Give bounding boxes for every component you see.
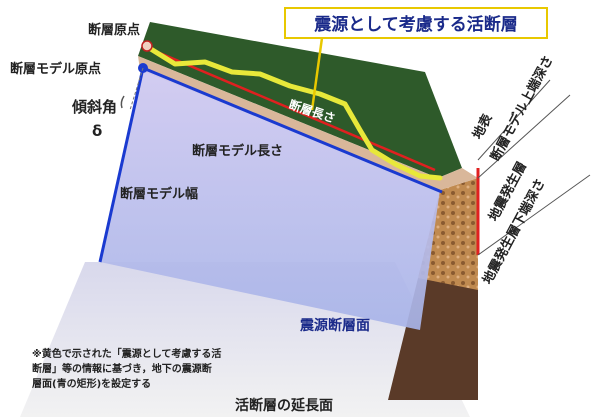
- ground-surface: [138, 22, 462, 178]
- side-divider-2: [477, 94, 571, 179]
- label-extension-plane: 活断層の延長面: [235, 397, 333, 414]
- source-fault-plane: [100, 68, 440, 330]
- side-divider-1: [477, 79, 551, 161]
- soil-strip: [138, 56, 478, 190]
- side-divider-3: [477, 174, 591, 256]
- surface-fault-trace: [143, 43, 443, 181]
- label-model-length: 断層モデル長さ: [192, 143, 283, 159]
- note-line-1: ※黄色で示された「震源として考慮する活: [32, 347, 221, 360]
- model-top-edge: [142, 66, 443, 194]
- fault-trace-red: [147, 46, 436, 172]
- label-fault-origin: 断層原点: [88, 22, 140, 38]
- note-line-3: 層面(青の矩形)を設定する: [32, 377, 151, 390]
- model-left-edge: [98, 67, 145, 263]
- label-dip-angle: 傾斜角: [71, 98, 117, 116]
- callout-pointer: [310, 37, 324, 111]
- seismogenic-rock-block: [418, 178, 478, 290]
- callout-box: [284, 7, 548, 39]
- note-line-2: 断層」等の情報に基づき，地下の震源断: [32, 362, 212, 375]
- dip-angle-arc: [120, 95, 125, 109]
- callout-text: 震源として考慮する活断層: [313, 14, 518, 35]
- label-surface: 地表: [469, 111, 496, 142]
- label-delta: δ: [92, 122, 102, 140]
- label-model-origin: 断層モデル原点: [10, 61, 101, 77]
- dip-vertical-ref: [129, 67, 144, 111]
- label-upper-depth: 断層モデル上端深さ: [487, 53, 556, 164]
- fault-origin-point: [141, 40, 153, 52]
- label-model-width: 断層モデル幅: [120, 186, 198, 202]
- deep-rock-block: [388, 270, 478, 400]
- label-source-plane: 震源断層面: [299, 317, 370, 334]
